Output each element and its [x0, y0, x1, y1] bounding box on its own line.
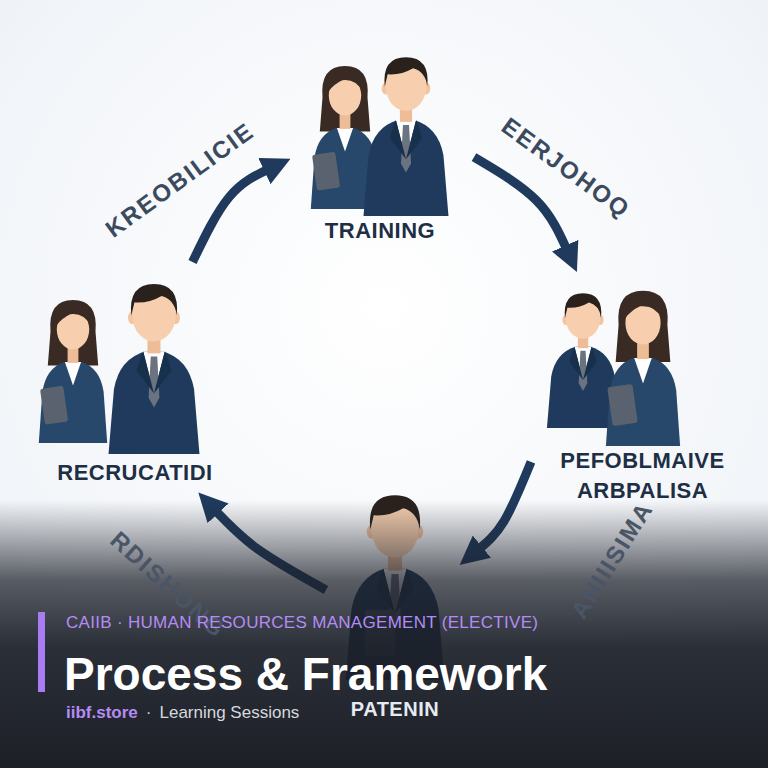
- separator: ·: [146, 703, 152, 723]
- series-name: Learning Sessions: [159, 703, 299, 723]
- footer-row: iibf.store · Learning Sessions: [66, 703, 299, 723]
- arc-caption: EERJOHOQ: [496, 112, 635, 224]
- accent-bar: [38, 612, 45, 692]
- course-line: CAIIB · HUMAN RESOURCES MANAGEMENT (ELEC…: [66, 613, 538, 633]
- stage-label: PATENIN: [351, 696, 439, 723]
- site-name: iibf.store: [66, 703, 138, 723]
- arc-caption: KREOBILICIE: [100, 117, 259, 244]
- stage-label: RECRUCATIDI: [57, 458, 212, 488]
- cycle-arrow: [193, 169, 270, 262]
- page-title: Process & Framework: [64, 647, 547, 701]
- stage-label: PEFOBLMAIVE ARBPALISA: [543, 446, 742, 505]
- process-stage: TRAINING: [290, 44, 470, 250]
- process-stage: RECRUCATIDI: [20, 266, 250, 492]
- stage-label: TRAINING: [325, 216, 435, 246]
- process-stage: PEFOBLMAIVE ARBPALISA: [535, 272, 750, 509]
